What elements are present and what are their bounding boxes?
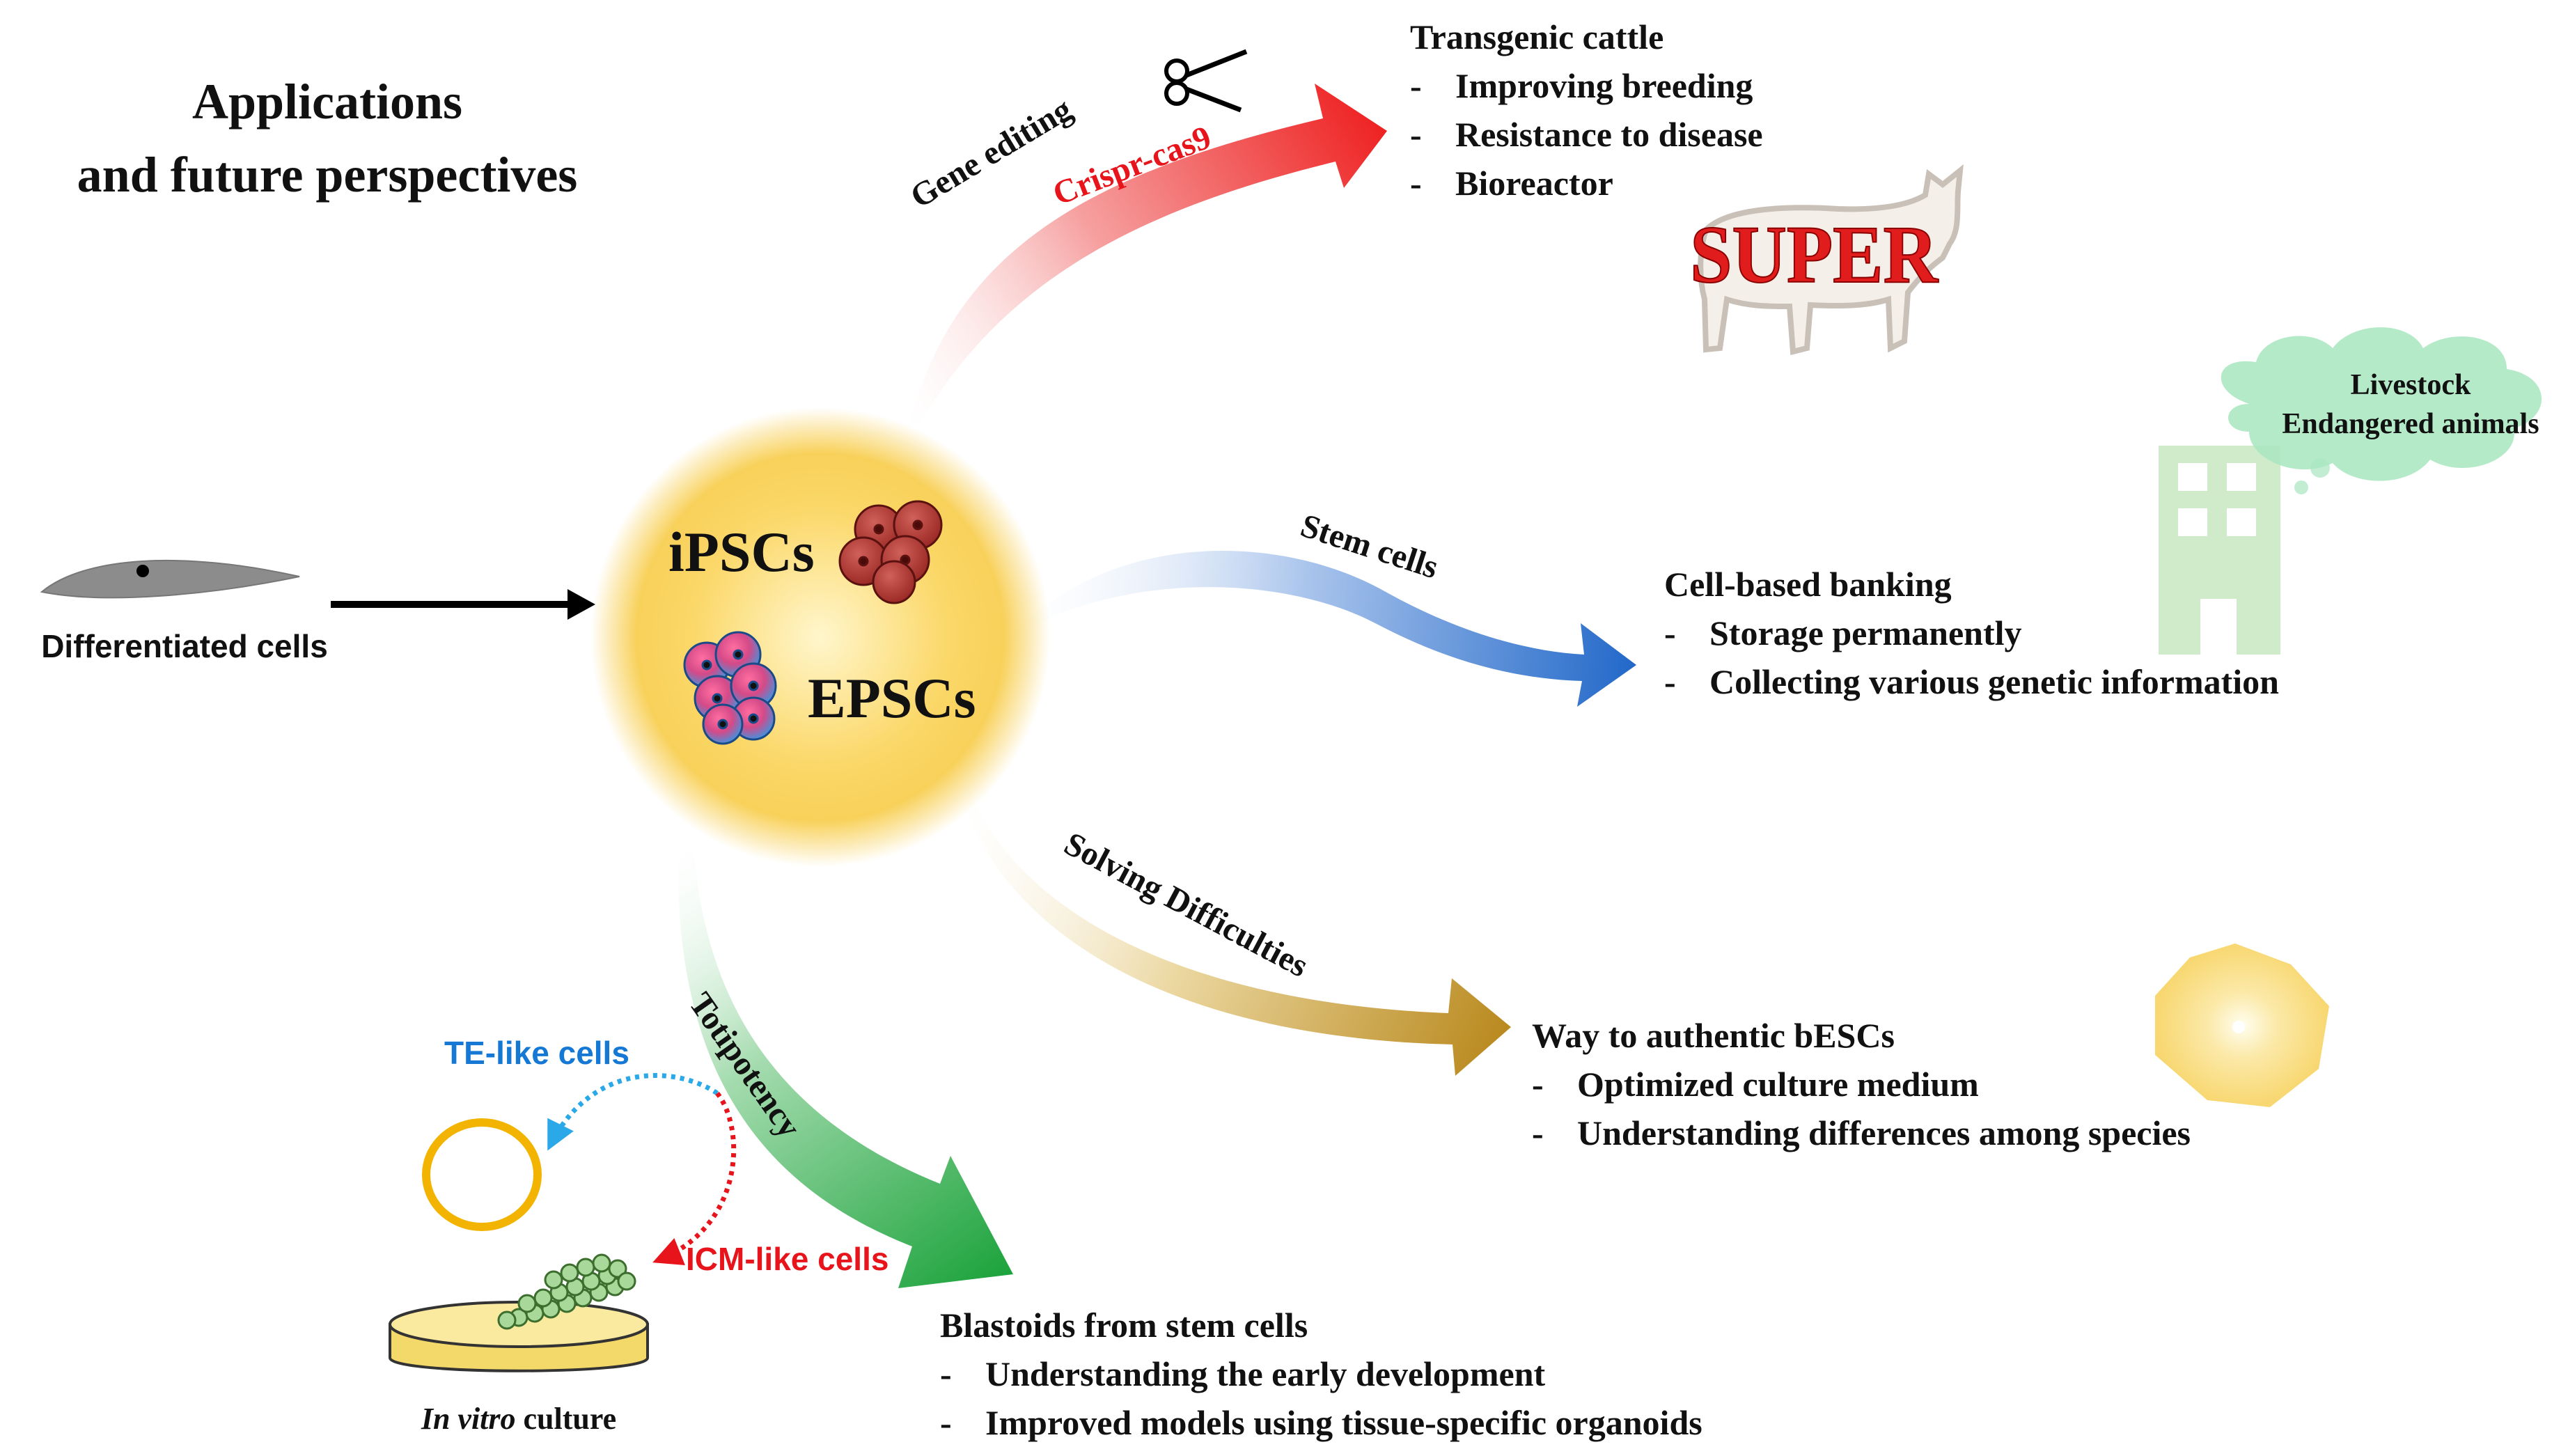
epsc-cluster-icon [683, 631, 777, 745]
bescs-heading: Way to authentic bESCs [1532, 1016, 1895, 1055]
pluripotent-hub: iPSCs EPSCs [590, 407, 1050, 867]
transgenic-cattle-heading: Transgenic cattle [1410, 17, 1663, 56]
totipotency-branch: Totipotency [678, 829, 1013, 1288]
besc-colony-center [2232, 1021, 2245, 1033]
cloud-line-2: Endangered animals [2282, 408, 2539, 440]
solving-difficulties-branch: Solving Difficulties [961, 787, 1511, 1076]
cell-banking-item-1: Storage permanently [1709, 613, 2022, 652]
solving-difficulties-label: Solving Difficulties [1058, 825, 1314, 985]
totipotency-arrow [678, 829, 1013, 1288]
cloud-shape [2221, 327, 2542, 481]
cell-nucleus [136, 565, 149, 577]
culture-text: culture [516, 1402, 617, 1436]
gene-editing-arrow [909, 84, 1387, 428]
bullet-dash: - [1664, 662, 1676, 701]
bullet-dash: - [1410, 115, 1422, 154]
bullet-dash: - [1664, 613, 1676, 652]
te-like-label: TE-like cells [444, 1035, 629, 1071]
bullet-dash: - [940, 1354, 952, 1393]
bank-building-icon [2159, 446, 2280, 655]
solving-difficulties-arrow [961, 787, 1511, 1076]
bullet-dash: - [1532, 1065, 1544, 1104]
bescs-item-1: Optimized culture medium [1577, 1065, 1979, 1104]
transgenic-cattle-block: Transgenic cattle - Improving breeding -… [1410, 17, 1763, 203]
blastoids-block: Blastoids from stem cells - Understandin… [940, 1306, 1702, 1442]
hub-glow [590, 407, 1050, 867]
title-line-1: Applications [192, 74, 462, 130]
blastoids-heading: Blastoids from stem cells [940, 1306, 1308, 1345]
blastoids-item-1: Understanding the early development [985, 1354, 1546, 1393]
lineage-split: TE-like cells ICM-like cells [422, 1035, 888, 1277]
cow-super-label: SUPER [1690, 209, 1939, 300]
icm-dotted-arrow [652, 1091, 737, 1265]
bullet-dash: - [1410, 66, 1422, 105]
diagram-title: Applications and future perspectives [77, 74, 578, 203]
icm-colony [497, 1253, 636, 1330]
cell-banking-block: Cell-based banking - Storage permanently… [1664, 565, 2279, 701]
bescs-item-2: Understanding differences among species [1577, 1113, 2191, 1152]
epscs-label: EPSCs [808, 666, 976, 730]
ipsc-cluster-icon [838, 500, 943, 604]
cloud-line-1: Livestock [2351, 369, 2471, 401]
super-cow-illustration: SUPER [1689, 164, 1964, 356]
culture-dish: In vitro culture [389, 1253, 649, 1436]
cell-banking-item-2: Collecting various genetic information [1709, 662, 2279, 701]
blastoids-item-2: Improved models using tissue-specific or… [985, 1403, 1702, 1442]
differentiated-cell-group: Differentiated cells [40, 559, 328, 664]
bescs-block: Way to authentic bESCs - Optimized cultu… [1532, 1016, 2191, 1152]
thought-cloud: Livestock Endangered animals [2221, 327, 2542, 494]
icm-like-label: ICM-like cells [686, 1241, 888, 1277]
bullet-dash: - [1532, 1113, 1544, 1152]
scissors-icon [1164, 49, 1248, 113]
cow-icon [1698, 164, 1964, 356]
in-vitro-culture-label: In vitro culture [421, 1402, 616, 1436]
reprogramming-arrow [331, 589, 595, 620]
bullet-dash: - [940, 1403, 952, 1442]
bullet-dash: - [1410, 164, 1422, 203]
te-like-cell-ring [422, 1118, 542, 1231]
cell-banking-heading: Cell-based banking [1664, 565, 1952, 604]
stem-cells-arrow [1027, 551, 1636, 707]
differentiated-cell-shape [40, 559, 300, 599]
differentiated-cells-label: Differentiated cells [41, 628, 328, 664]
gene-editing-branch: Gene editing Crispr-cas9 [904, 49, 1387, 428]
gene-editing-label: Gene editing [904, 91, 1078, 215]
stem-cells-branch: Stem cells [1027, 507, 1636, 707]
transgenic-item-2: Resistance to disease [1455, 115, 1763, 154]
transgenic-item-1: Improving breeding [1455, 66, 1753, 105]
in-vitro-italic: In vitro [421, 1402, 516, 1436]
te-dotted-arrow [547, 1073, 719, 1151]
transgenic-item-3: Bioreactor [1455, 164, 1613, 203]
title-line-2: and future perspectives [77, 147, 578, 203]
ipscs-label: iPSCs [668, 520, 815, 584]
